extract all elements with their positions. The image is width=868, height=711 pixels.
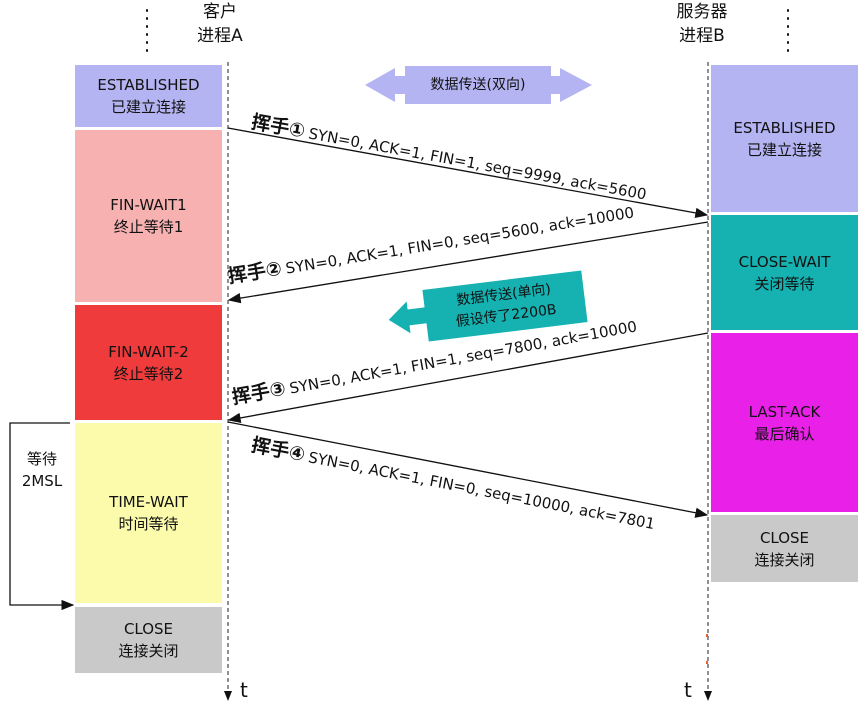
- client-state-fin-wait1: FIN-WAIT1 终止等待1: [75, 130, 222, 302]
- state-desc: 关闭等待: [754, 274, 815, 293]
- bidirectional-transfer-label: 数据传送(双向): [405, 66, 551, 104]
- wait-bracket-arrow: [9, 422, 75, 611]
- handshake-1-arrow: [227, 127, 709, 219]
- client-process: 进程A: [197, 26, 243, 46]
- client-state-fin-wait2: FIN-WAIT-2 终止等待2: [75, 305, 222, 420]
- client-title: 客户: [203, 2, 237, 22]
- state-desc: 已建立连接: [110, 98, 186, 116]
- server-time-axis-label: t: [684, 678, 692, 702]
- state-name: CLOSE: [759, 528, 810, 547]
- server-process: 进程B: [679, 26, 725, 46]
- state-desc: 时间等待: [118, 515, 179, 533]
- state-name: ESTABLISHED: [733, 118, 836, 137]
- state-name: FIN-WAIT-2: [108, 342, 189, 361]
- wait-2msl-label: 等待 2MSL: [14, 445, 70, 495]
- state-desc: 连接关闭: [118, 642, 179, 660]
- state-desc: 终止等待2: [113, 364, 184, 383]
- client-state-established: ESTABLISHED 已建立连接: [75, 65, 222, 127]
- state-name: CLOSE: [123, 620, 174, 638]
- state-name: ESTABLISHED: [97, 76, 200, 94]
- server-state-close: CLOSE 连接关闭: [711, 515, 858, 582]
- state-desc: 连接关闭: [754, 550, 815, 569]
- server-state-last-ack: LAST-ACK 最后确认: [711, 333, 858, 512]
- bidirectional-transfer-text: 数据传送(双向): [430, 77, 526, 93]
- client-state-close: CLOSE 连接关闭: [75, 607, 222, 673]
- handshake-4-arrow: [227, 421, 709, 518]
- server-title: 服务器: [676, 2, 728, 22]
- state-name: TIME-WAIT: [109, 493, 188, 511]
- client-header: 客户 进程A: [180, 0, 260, 48]
- wait-line2: 2MSL: [21, 472, 63, 490]
- state-desc: 终止等待1: [113, 218, 184, 236]
- unidirectional-arrow-icon: [388, 301, 432, 334]
- server-state-established: ESTABLISHED 已建立连接: [711, 65, 858, 212]
- state-desc: 已建立连接: [746, 140, 822, 159]
- handshake-2-arrow: [227, 221, 709, 304]
- state-name: LAST-ACK: [748, 402, 821, 421]
- state-name: CLOSE-WAIT: [738, 252, 831, 271]
- client-time-axis-label: t: [240, 678, 248, 702]
- server-state-close-wait: CLOSE-WAIT 关闭等待: [711, 215, 858, 330]
- client-state-time-wait: TIME-WAIT 时间等待: [75, 423, 222, 603]
- state-name: FIN-WAIT1: [110, 196, 187, 214]
- wait-line1: 等待: [26, 450, 57, 468]
- handshake-3-arrow: [227, 332, 709, 424]
- server-header: 服务器 进程B: [662, 0, 742, 48]
- state-desc: 最后确认: [754, 424, 815, 443]
